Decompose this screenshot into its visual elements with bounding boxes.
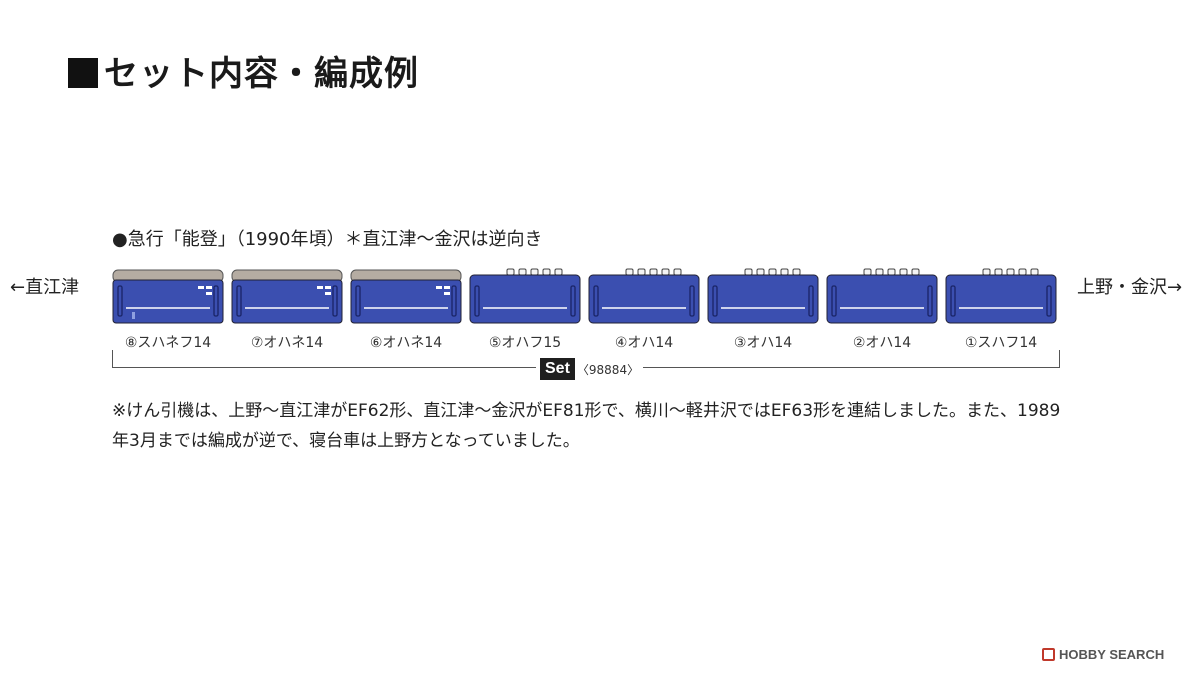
heading-text: セット内容・編成例 xyxy=(104,54,419,94)
car-label: ⑤オハフ15 xyxy=(488,335,562,351)
car-7 xyxy=(231,268,343,324)
car-1 xyxy=(945,268,1057,324)
car-label: ①スハフ14 xyxy=(964,335,1038,351)
train-title: ●急行「能登」（1990年頃）＊直江津～金沢は逆向き xyxy=(112,229,543,250)
car-label: ③オハ14 xyxy=(733,335,793,351)
car-label: ⑧スハネフ14 xyxy=(124,335,212,351)
set-number: 〈98884〉 xyxy=(576,362,640,377)
set-badge: Set xyxy=(540,358,575,380)
section-heading: セット内容・編成例 xyxy=(68,46,419,95)
car-8 xyxy=(112,268,224,324)
car-2 xyxy=(826,268,938,324)
car-5 xyxy=(469,268,581,324)
car-label: ⑦オハネ14 xyxy=(250,335,324,351)
site-logo[interactable]: HOBBY SEARCH xyxy=(1042,647,1164,662)
direction-right: 上野・金沢→ xyxy=(1077,277,1183,298)
car-3 xyxy=(707,268,819,324)
car-4 xyxy=(588,268,700,324)
logo-mark-icon xyxy=(1042,648,1055,661)
car-label: ②オハ14 xyxy=(852,335,912,351)
logo-text: HOBBY SEARCH xyxy=(1059,647,1165,662)
square-bullet-icon xyxy=(68,58,98,88)
set-label: Set 〈98884〉 xyxy=(536,356,644,382)
direction-left: ←直江津 xyxy=(10,277,80,298)
footnote: ※けん引機は、上野～直江津がEF62形、直江津～金沢がEF81形で、横川～軽井沢… xyxy=(112,401,1061,451)
car-label: ④オハ14 xyxy=(614,335,674,351)
car-6 xyxy=(350,268,462,324)
car-label: ⑥オハネ14 xyxy=(369,335,443,351)
